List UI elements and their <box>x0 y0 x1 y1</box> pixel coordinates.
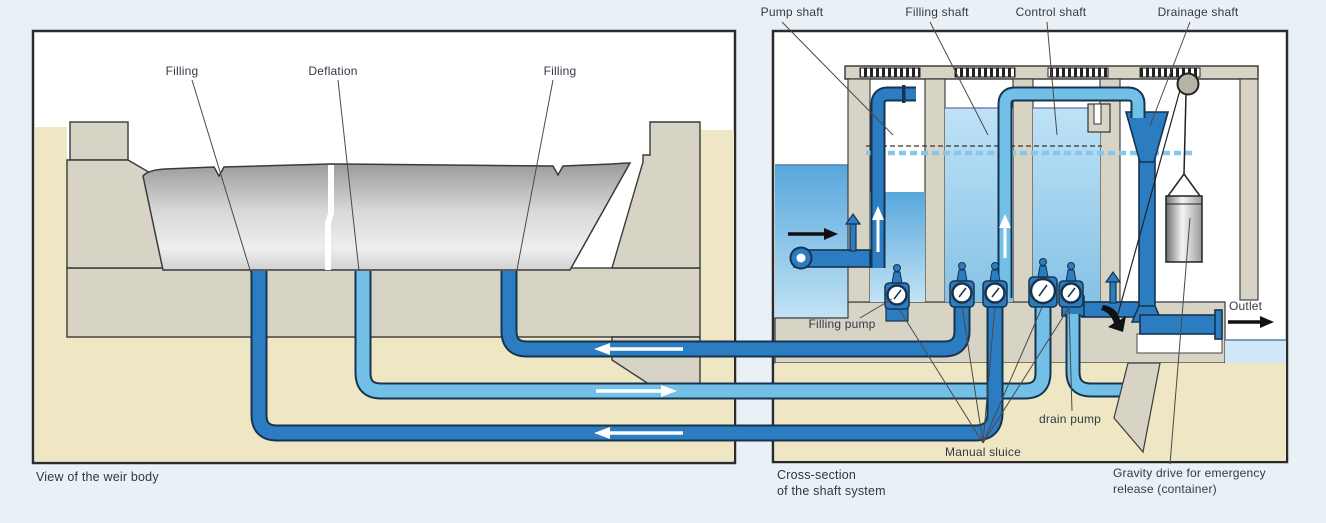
label-filling-shaft: Filling shaft <box>905 5 969 19</box>
flow-arrow-middle-right <box>596 385 677 397</box>
valve-manual-sluice-3 <box>1028 258 1058 308</box>
label-pump-shaft: Pump shaft <box>760 5 824 19</box>
flow-arrow-top-left <box>594 343 683 355</box>
gravity-drive-assembly <box>1165 72 1203 263</box>
valve-filling-pump <box>884 264 910 310</box>
label-drainage-shaft: Drainage shaft <box>1157 5 1239 19</box>
concrete-tongue <box>1113 362 1161 454</box>
flow-arrows <box>594 206 1011 439</box>
weir-body <box>142 162 632 271</box>
label-deflation: Deflation <box>308 64 358 78</box>
ceiling-grates <box>859 67 1201 78</box>
right-panel-sand <box>775 363 1286 461</box>
label-drain-pump: drain pump <box>1038 412 1102 426</box>
weir-centre-gap <box>325 165 334 270</box>
funnel <box>1124 111 1170 163</box>
outlet-water <box>1225 340 1286 363</box>
label-control-shaft: Control shaft <box>1015 5 1087 19</box>
valve-manual-sluice-2 <box>982 262 1008 308</box>
outlet-arrow <box>1228 316 1274 328</box>
left-panel-leaders <box>191 79 554 299</box>
label-filling-pump: Filling pump <box>808 317 876 331</box>
left-panel-caption: View of the weir body <box>36 470 159 484</box>
funnel-downpipe <box>1138 157 1156 309</box>
label-manual-sluice: Manual sluice <box>945 445 1021 459</box>
annotation-lines <box>781 21 1191 465</box>
inlet <box>788 212 871 270</box>
right-panel-caption-line1: Cross-section <box>777 468 857 482</box>
valve-small-drain <box>1104 270 1122 304</box>
label-gravity-line2: release (container) <box>1113 482 1217 496</box>
outlet-flange <box>1214 309 1223 340</box>
flow-arrow-filling-riser-up <box>872 206 884 252</box>
release-hook <box>1101 305 1126 332</box>
outlet-pipe <box>1139 314 1218 335</box>
upstream-water <box>775 165 848 320</box>
valve-drain-pump <box>1058 262 1084 308</box>
label-outlet: Outlet <box>1229 299 1263 313</box>
left-panel-concrete <box>66 121 701 391</box>
flow-arrow-control-riser-up <box>999 214 1011 258</box>
label-filling-left: Filling <box>165 64 199 78</box>
label-filling-right: Filling <box>543 64 577 78</box>
right-panel-caption-line2: of the shaft system <box>777 484 886 498</box>
pulley <box>1176 72 1200 96</box>
counterweight-container <box>1165 195 1203 263</box>
valves <box>884 258 1122 322</box>
inlet-valve <box>849 223 857 252</box>
overflow-weir-box <box>1087 103 1111 133</box>
label-gravity-line1: Gravity drive for emergency <box>1113 466 1266 480</box>
flow-arrow-bottom-left <box>594 427 683 439</box>
